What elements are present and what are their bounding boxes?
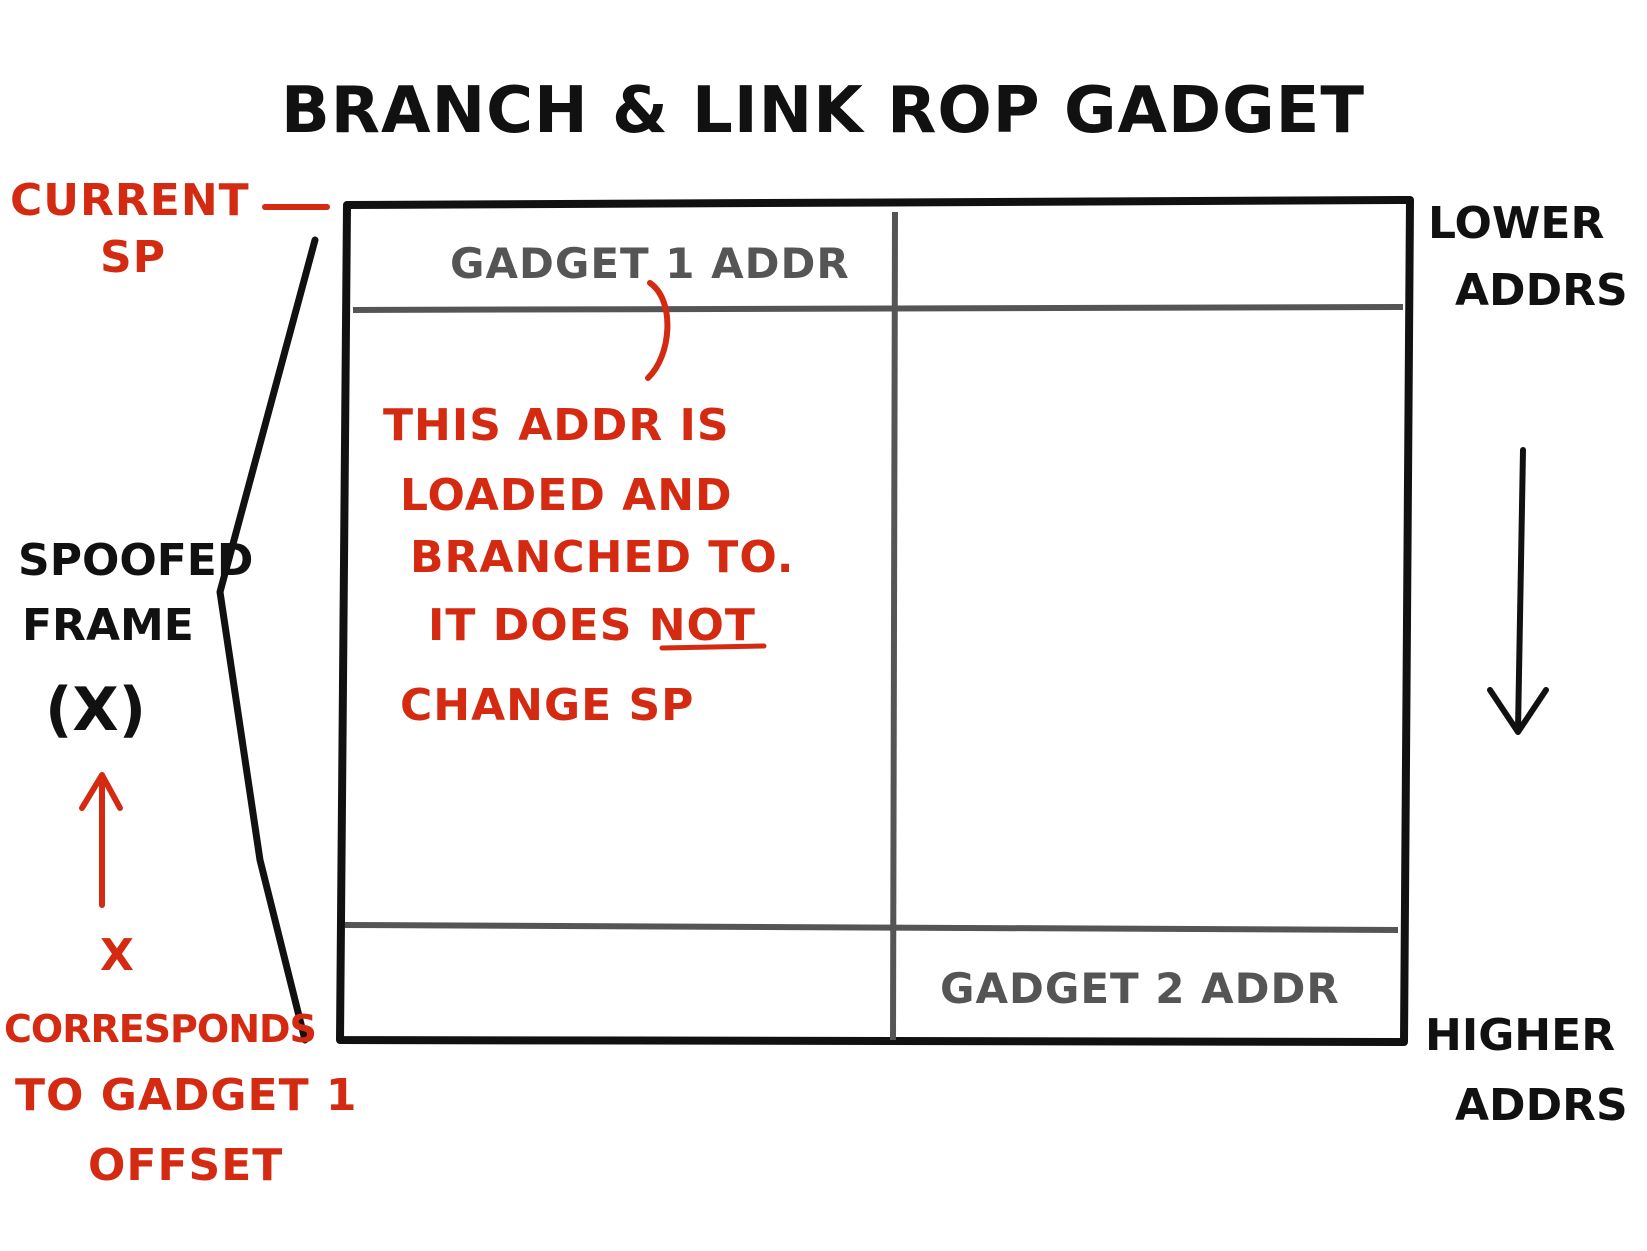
- spoofed-frame-line3: (X): [45, 675, 146, 745]
- bottom-row-divider: [344, 922, 1399, 933]
- lower-addrs-label: LOWER ADDRS: [1428, 198, 1628, 316]
- current-sp-label: CURRENT SP: [10, 175, 250, 283]
- gadget-2-addr-cell: GADGET 2 ADDR: [940, 964, 1340, 1013]
- x-corresponds-note: X CORRESPONDS TO GADGET 1 OFFSET: [4, 930, 358, 1191]
- spoofed-frame-bracket: [216, 236, 319, 1044]
- stack-frame-box: [336, 196, 1414, 1046]
- annotation-line5: CHANGE SP: [400, 680, 694, 731]
- lower-addrs-line1: LOWER: [1428, 198, 1604, 249]
- x-note-line1: X: [100, 930, 135, 981]
- spoofed-frame-line1: SPOOFED: [18, 535, 253, 586]
- x-note-line2: CORRESPONDS: [4, 1007, 316, 1051]
- top-row-divider: [352, 304, 1404, 313]
- annotation-line2: LOADED AND: [400, 470, 733, 521]
- x-note-line3: TO GADGET 1: [15, 1070, 358, 1121]
- x-note-line4: OFFSET: [88, 1140, 283, 1191]
- branch-annotation: THIS ADDR IS LOADED AND BRANCHED TO. IT …: [383, 400, 794, 731]
- lower-addrs-line2: ADDRS: [1455, 265, 1628, 316]
- address-direction-arrow: [1487, 447, 1549, 735]
- annotation-line1: THIS ADDR IS: [383, 400, 730, 451]
- annotation-line4-pre: IT DOES: [428, 600, 649, 651]
- column-divider: [890, 211, 898, 1041]
- annotation-not-underline: [659, 643, 767, 651]
- annotation-line4: IT DOES NOT: [428, 600, 756, 651]
- spoofed-frame-label: SPOOFED FRAME (X): [18, 535, 253, 745]
- gadget-1-addr-cell: GADGET 1 ADDR: [450, 239, 850, 288]
- higher-addrs-line2: ADDRS: [1455, 1080, 1628, 1131]
- spoofed-frame-line2: FRAME: [22, 600, 194, 651]
- annotation-bracket: [645, 280, 671, 381]
- current-sp-line2: SP: [100, 232, 166, 283]
- annotation-line3: BRANCHED TO.: [410, 532, 794, 583]
- x-reference-arrow: [79, 772, 123, 908]
- higher-addrs-label: HIGHER ADDRS: [1425, 1010, 1628, 1131]
- higher-addrs-line1: HIGHER: [1425, 1010, 1615, 1061]
- annotation-emphasis-not: NOT: [649, 600, 756, 651]
- current-sp-line1: CURRENT: [10, 175, 250, 226]
- diagram-title: BRANCH & LINK ROP GADGET: [281, 74, 1365, 148]
